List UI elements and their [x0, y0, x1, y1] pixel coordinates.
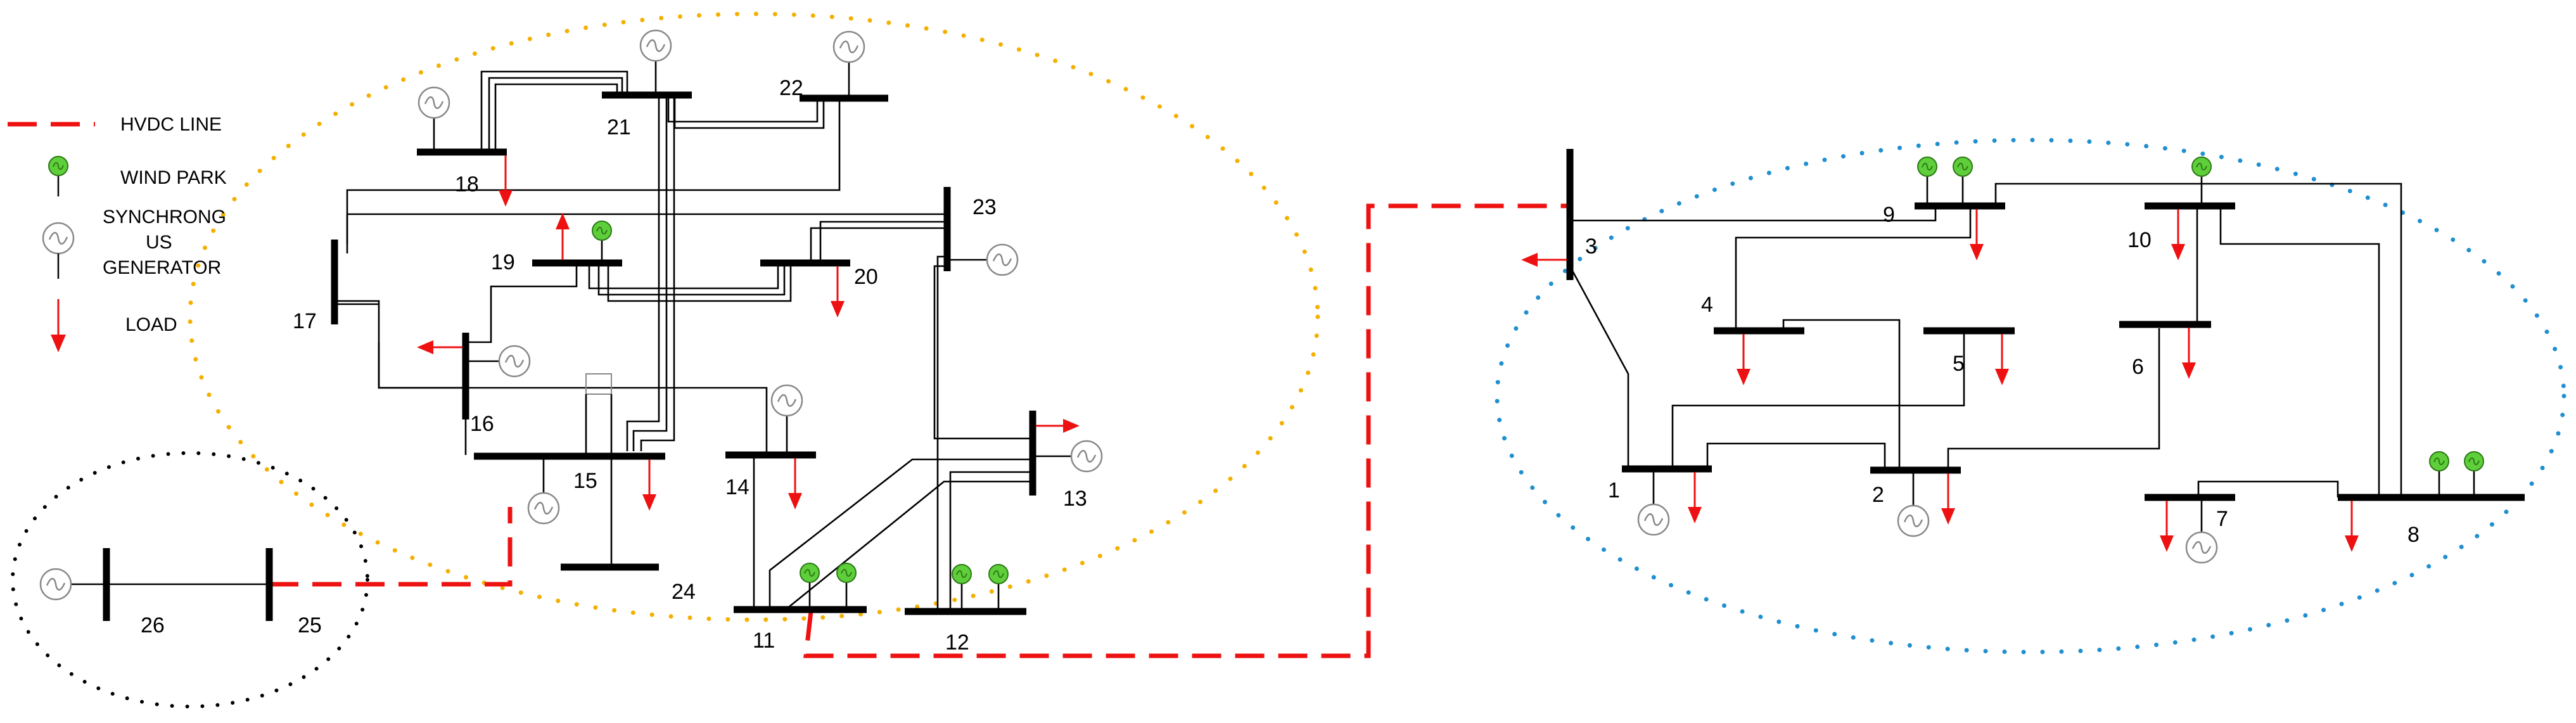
load-2: [1941, 473, 1955, 525]
generator-13: [1033, 440, 1103, 473]
load-9: [1970, 209, 1984, 260]
generator-7: [2185, 531, 2218, 564]
bus-label-11: 11: [753, 629, 775, 653]
bus-label-1: 1: [1608, 478, 1620, 502]
load-7: [2160, 501, 2174, 552]
generator-14: [770, 384, 803, 455]
bus-label-16: 16: [470, 412, 494, 436]
bus-label-3: 3: [1585, 234, 1597, 259]
legend-wind-label: WIND PARK: [120, 167, 227, 188]
bus-label-7: 7: [2216, 507, 2228, 531]
load-16: [417, 340, 462, 354]
generator-26: [39, 568, 106, 601]
wind-park-11: [800, 563, 857, 610]
bus-label-21: 21: [607, 115, 631, 139]
bus-label-2: 2: [1872, 483, 1884, 507]
bus-label-18: 18: [455, 172, 479, 196]
bus-label-6: 6: [2132, 355, 2144, 379]
load-1: [1688, 472, 1702, 523]
load-19: [556, 213, 570, 260]
generator-18: [418, 86, 450, 152]
bus-labels: 26 25 18 21 22 17 19 20 23 16 15 14 24 1…: [141, 76, 2420, 655]
generator-15: [527, 492, 560, 525]
hvdc-line-11-3: [803, 203, 1570, 658]
bus-label-14: 14: [725, 475, 749, 499]
legend-load-label: LOAD: [125, 314, 177, 335]
bus-label-13: 13: [1063, 487, 1087, 511]
bus-label-26: 26: [141, 613, 165, 637]
wind-park-10: [2191, 157, 2212, 206]
legend-sync-label-1: SYNCHRONG: [103, 207, 226, 227]
bus-label-12: 12: [945, 630, 969, 655]
generator-1: [1637, 503, 1670, 536]
legend-hvdc-label: HVDC LINE: [120, 114, 222, 135]
bus-label-20: 20: [854, 265, 878, 289]
legend: HVDC LINE WIND PARK SYNCHRONG US GENERAT…: [8, 114, 227, 352]
bus-label-23: 23: [972, 195, 997, 219]
load-18: [499, 155, 513, 207]
load-6: [2182, 328, 2196, 379]
generators: [39, 29, 2218, 601]
generator-2: [1897, 504, 1930, 537]
generator-23: [947, 243, 1019, 276]
load-8: [2345, 501, 2359, 552]
load-15: [642, 459, 656, 511]
legend-wind-icon: [48, 156, 68, 176]
bus-label-17: 17: [293, 309, 317, 333]
area-orange-boundary: [188, 11, 1320, 622]
legend-generator-icon: [42, 222, 75, 255]
loads: [417, 155, 2359, 552]
bus-label-4: 4: [1701, 293, 1713, 317]
bus-label-5: 5: [1953, 352, 1965, 376]
load-10: [2171, 209, 2185, 260]
bus-label-24: 24: [672, 580, 696, 604]
load-14: [788, 458, 802, 509]
bus-label-15: 15: [573, 469, 597, 493]
generator-16: [466, 345, 531, 378]
wind-parks: [592, 157, 2484, 611]
hvdc-line-25-15: [269, 507, 513, 587]
generator-22: [832, 30, 865, 98]
load-13: [1036, 419, 1080, 433]
bus-label-22: 22: [779, 76, 803, 100]
area-black-boundary: [11, 451, 369, 708]
load-5: [1995, 334, 2009, 385]
legend-sync-label-2: US: [146, 232, 172, 253]
bus-label-9: 9: [1883, 203, 1895, 227]
legend-sync-label-3: GENERATOR: [103, 257, 221, 278]
bus-bars: [103, 91, 2525, 621]
bus-label-25: 25: [298, 613, 322, 637]
area-blue-boundary: [1495, 138, 2566, 655]
wind-park-19: [592, 221, 612, 263]
transmission-lines: [106, 70, 2402, 611]
legend-load-arrow-head: [51, 335, 66, 352]
wind-park-9: [1917, 157, 1973, 206]
wind-park-8: [2429, 451, 2484, 497]
load-20: [831, 266, 845, 317]
bus-label-19: 19: [491, 250, 515, 274]
generator-21: [639, 29, 672, 95]
load-4: [1737, 334, 1750, 385]
bus-label-10: 10: [2127, 228, 2152, 252]
wind-park-12: [952, 564, 1009, 611]
bus-label-8: 8: [2407, 523, 2420, 547]
load-3: [1521, 253, 1567, 267]
